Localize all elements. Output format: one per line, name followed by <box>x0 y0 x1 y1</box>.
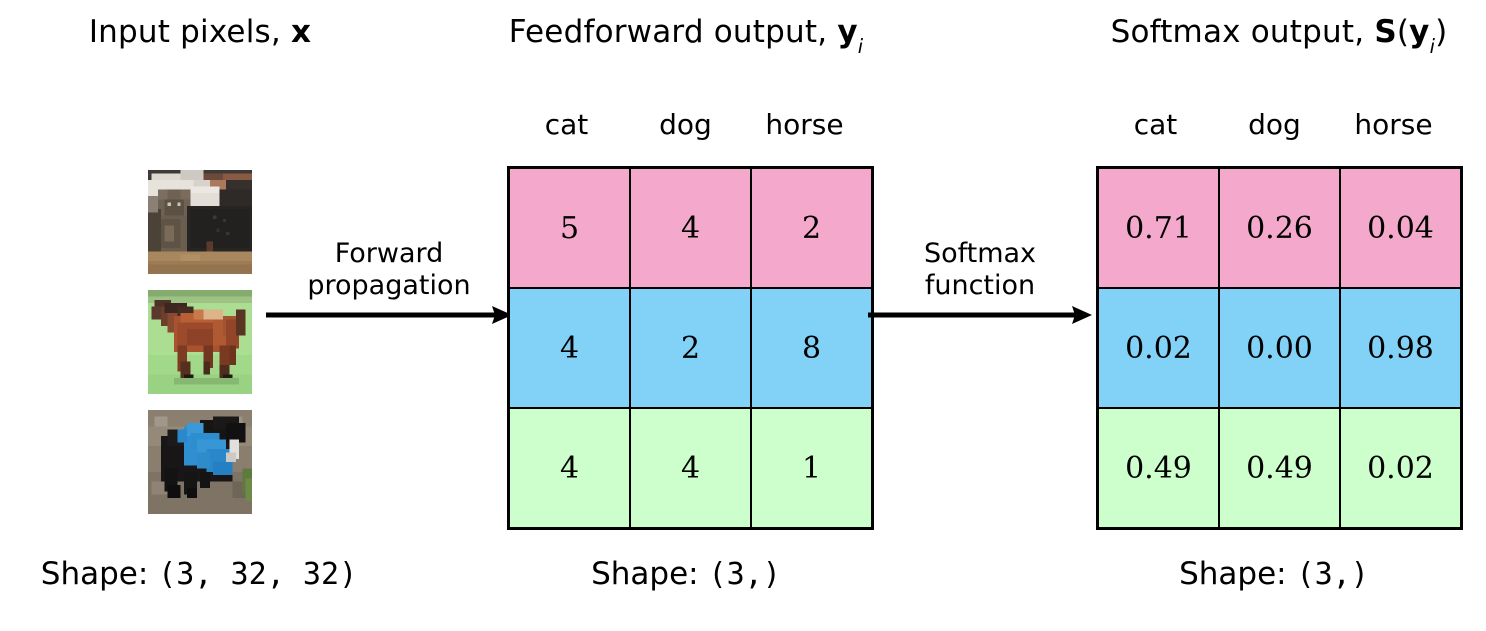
softmax-shape-prefix: Shape: <box>1179 556 1297 592</box>
feedforward-title-subscript: i <box>857 34 864 58</box>
dog-thumbnail <box>148 410 252 514</box>
softmax-cell-r0c0: 0.71 <box>1096 166 1220 289</box>
softmax-title-symbol-s: S <box>1374 14 1397 50</box>
softmax-cell-r2c2: 0.02 <box>1339 407 1463 530</box>
softmax-shape-caption: Shape: (3,) <box>1096 556 1452 592</box>
feedforward-output-table: 5 4 2 4 2 8 4 4 1 <box>507 166 874 530</box>
input-shape-caption: Shape: (3, 32, 32) <box>0 556 398 592</box>
feedforward-cell-r1c0: 4 <box>507 287 631 409</box>
input-title-text: Input pixels, <box>88 14 291 50</box>
input-title-symbol: x <box>290 14 312 50</box>
softmax-cell-r1c1: 0.00 <box>1218 287 1341 409</box>
table-row: 4 4 1 <box>507 407 874 530</box>
forward-propagation-arrow-group: Forward propagation <box>264 238 514 328</box>
dog-thumbnail-image <box>148 410 252 514</box>
feedforward-cell-r1c1: 2 <box>629 287 752 409</box>
feedforward-cell-r0c1: 4 <box>629 166 752 289</box>
feedforward-shape-caption: Shape: (3,) <box>508 556 864 592</box>
softmax-column-title: Softmax output, S(yi) <box>1072 14 1486 58</box>
softmax-cell-r0c2: 0.04 <box>1339 166 1463 289</box>
softmax-title-paren-open: ( <box>1396 14 1410 50</box>
softmax-header-horse: horse <box>1354 108 1433 141</box>
table-row: 4 2 8 <box>507 287 874 409</box>
table-row: 5 4 2 <box>507 166 874 289</box>
forward-arrow-icon <box>266 305 512 324</box>
softmax-cell-r2c0: 0.49 <box>1096 407 1220 530</box>
feedforward-cell-r0c2: 2 <box>750 166 874 289</box>
input-column-title: Input pixels, x <box>0 14 400 50</box>
softmax-arrow-icon <box>868 305 1092 324</box>
softmax-cell-r0c1: 0.26 <box>1218 166 1341 289</box>
forward-propagation-label-line2: propagation <box>307 269 471 301</box>
feedforward-column-title: Feedforward output, yi <box>486 14 886 58</box>
horse-thumbnail-image <box>148 290 252 394</box>
feedforward-title-symbol: y <box>837 14 858 50</box>
table-row: 0.49 0.49 0.02 <box>1096 407 1463 530</box>
softmax-cell-r1c0: 0.02 <box>1096 287 1220 409</box>
horse-thumbnail <box>148 290 252 394</box>
softmax-shape-value: (3,) <box>1296 557 1369 592</box>
feedforward-cell-r0c0: 5 <box>507 166 631 289</box>
softmax-output-table: 0.71 0.26 0.04 0.02 0.00 0.98 0.49 0.49 … <box>1096 166 1463 530</box>
softmax-title-symbol-y: y <box>1409 14 1430 50</box>
forward-propagation-label-line1: Forward <box>334 238 444 269</box>
feedforward-cell-r1c2: 8 <box>750 287 874 409</box>
feedforward-header-cat: cat <box>544 108 589 141</box>
softmax-function-label-line2: function <box>924 269 1036 301</box>
softmax-function-label-line1: Softmax <box>923 238 1037 269</box>
feedforward-header-horse: horse <box>765 108 844 141</box>
softmax-title-text: Softmax output, <box>1110 14 1375 50</box>
cat-thumbnail <box>148 170 252 274</box>
feedforward-header-dog: dog <box>659 108 712 141</box>
table-row: 0.02 0.00 0.98 <box>1096 287 1463 409</box>
softmax-function-arrow-group: Softmax function <box>866 238 1094 328</box>
feedforward-cell-r2c2: 1 <box>750 407 874 530</box>
softmax-header-dog: dog <box>1248 108 1301 141</box>
softmax-cell-r1c2: 0.98 <box>1339 287 1463 409</box>
feedforward-shape-value: (3,) <box>708 557 781 592</box>
feedforward-cell-r2c1: 4 <box>629 407 752 530</box>
cat-thumbnail-image <box>148 170 252 274</box>
feedforward-cell-r2c0: 4 <box>507 407 631 530</box>
softmax-title-subscript: i <box>1429 34 1436 58</box>
softmax-cell-r2c1: 0.49 <box>1218 407 1341 530</box>
softmax-header-cat: cat <box>1133 108 1178 141</box>
softmax-title-paren-close: ) <box>1435 14 1448 50</box>
input-shape-value: (3, 32, 32) <box>158 557 358 592</box>
table-row: 0.71 0.26 0.04 <box>1096 166 1463 289</box>
feedforward-shape-prefix: Shape: <box>591 556 709 592</box>
input-shape-prefix: Shape: <box>40 556 159 592</box>
feedforward-title-text: Feedforward output, <box>508 14 838 50</box>
